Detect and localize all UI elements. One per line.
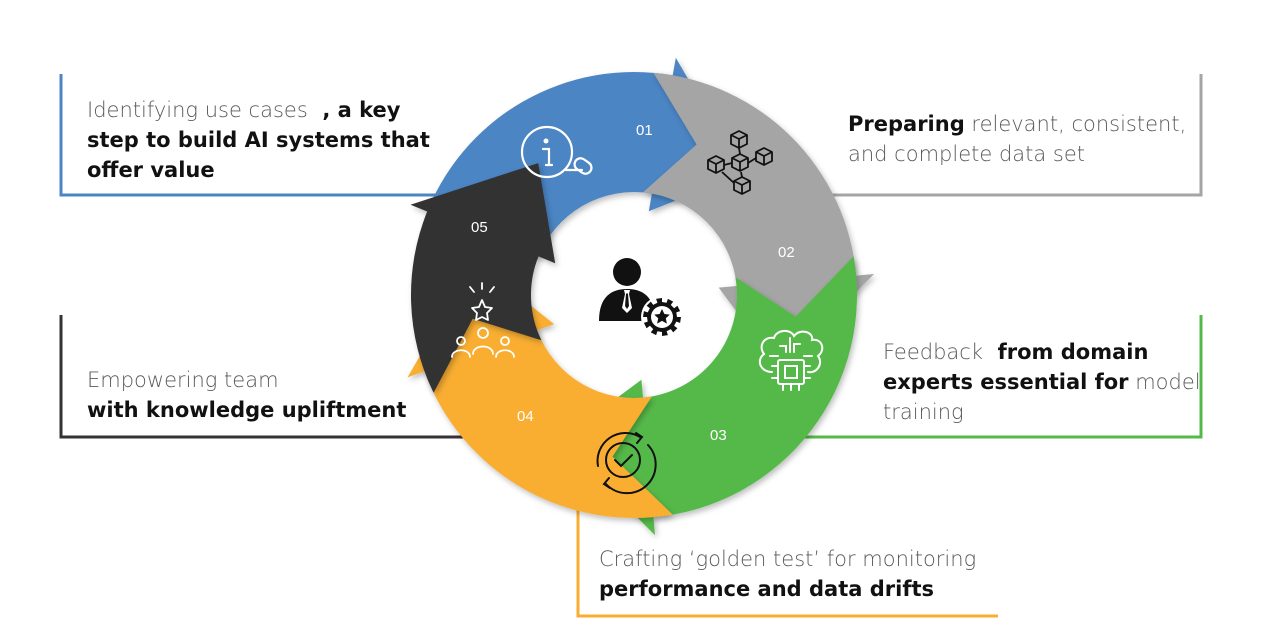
callout-line-01 [59, 74, 440, 197]
step-text-span: Empowering team [87, 368, 279, 392]
callout-line-05 [59, 315, 500, 439]
step-text-line: step to build AI systems that [87, 125, 430, 155]
step-text-span: model [1128, 370, 1201, 394]
step-text-01: Identifying use cases , a key step to bui… [87, 95, 430, 185]
team-star-icon [451, 282, 515, 358]
step-text-line: Identifying use cases , a key [87, 95, 427, 125]
step-text-line: performance and data drifts [599, 574, 999, 604]
step-text-line: and complete data set [848, 139, 1188, 169]
step-text-05: Empowering team with knowledge upliftment [87, 365, 427, 425]
step-text-span: Crafting ‘golden test’ for monitoring [599, 547, 977, 571]
step-text-span: relevant, consistent, [964, 112, 1187, 136]
step-text-span: performance and data drifts [599, 577, 935, 601]
step-number-04: 04 [517, 408, 534, 425]
step-text-span: experts essential for [883, 370, 1129, 394]
callout-line-03 [790, 315, 1203, 439]
step-text-span: and complete data set [848, 142, 1086, 166]
step-text-line: experts essential for model [883, 367, 1201, 397]
data-cubes-icon [707, 130, 773, 195]
cycle-segment-05 [410, 163, 556, 393]
step-text-line: offer value [87, 155, 427, 185]
step-text-span: Feedback [883, 340, 984, 364]
step-text-span: step to build AI systems that [87, 128, 430, 152]
step-text-span: Preparing [848, 112, 965, 136]
step-text-span: from domain [983, 340, 1149, 364]
step-text-span: Identifying use cases [87, 98, 308, 122]
brain-chip-icon [758, 330, 824, 391]
step-number-02: 02 [778, 244, 795, 261]
step-text-line: training [883, 397, 1193, 427]
callout-line-02 [830, 74, 1203, 197]
step-text-line: Feedback from domain [883, 337, 1193, 367]
cycle-check-icon [596, 432, 657, 495]
step-text-line: Preparing relevant, consistent, [848, 109, 1188, 139]
search-info-icon [520, 125, 593, 179]
step-number-03: 03 [710, 427, 727, 444]
step-text-span: offer value [87, 158, 215, 182]
step-text-span: training [883, 400, 964, 424]
businessman-badge-icon [599, 258, 683, 338]
step-text-span: , a key [307, 98, 401, 122]
step-text-line: Crafting ‘golden test’ for monitoring [599, 544, 999, 574]
step-text-02: Preparing relevant, consistent, and compl… [848, 109, 1188, 169]
step-text-line: Empowering team [87, 365, 427, 395]
callout-line-04 [576, 503, 998, 618]
step-text-span: with knowledge upliftment [87, 398, 407, 422]
cycle-segment-03 [560, 256, 857, 536]
step-number-01: 01 [636, 122, 653, 139]
step-text-04: Crafting ‘golden test’ for monitoring per… [599, 544, 999, 604]
callout-lines [59, 74, 1203, 618]
cycle-segment-02 [643, 72, 875, 370]
step-number-05: 05 [471, 219, 488, 236]
step-text-line: with knowledge upliftment [87, 395, 427, 425]
